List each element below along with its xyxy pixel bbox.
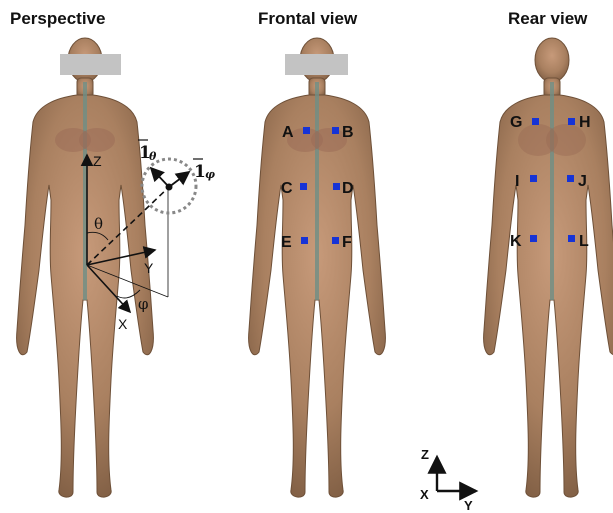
corner-z-label: Z [421, 447, 429, 462]
point-label-k: K [510, 233, 522, 250]
face-censor-bar [60, 54, 121, 75]
marker-l [568, 235, 575, 242]
frontal-panel: A B C D E F [225, 0, 415, 513]
marker-e [301, 237, 308, 244]
point-label-e: E [281, 234, 292, 251]
corner-y-label: Y [464, 498, 473, 513]
theta-unit-vector-arrow [151, 168, 169, 187]
x-axis-label: X [118, 316, 128, 332]
phi-label: φ [138, 295, 149, 313]
marker-d [333, 183, 340, 190]
z-axis-label: Z [93, 153, 102, 169]
marker-k [530, 235, 537, 242]
point-label-b: B [342, 124, 354, 141]
point-label-h: H [579, 114, 591, 131]
point-label-l: L [579, 233, 589, 250]
marker-j [567, 175, 574, 182]
marker-i [530, 175, 537, 182]
point-label-a: A [282, 124, 294, 141]
theta-label: θ [94, 215, 103, 233]
point-label-i: I [515, 173, 519, 190]
phi-unit-vector-arrow [169, 172, 189, 187]
marker-c [300, 183, 307, 190]
corner-x-label: X [420, 487, 429, 502]
point-label-c: C [281, 180, 293, 197]
marker-f [332, 237, 339, 244]
marker-h [568, 118, 575, 125]
point-label-g: G [510, 114, 522, 131]
perspective-panel: 1 θ 1 φ Z θ Y φ X [0, 0, 240, 513]
point-label-f: F [342, 234, 352, 251]
marker-b [332, 127, 339, 134]
face-censor-bar [285, 54, 348, 75]
marker-a [303, 127, 310, 134]
theta-unit-subscript: θ [149, 150, 157, 163]
marker-g [532, 118, 539, 125]
rear-body-figure [484, 38, 613, 497]
point-label-j: J [578, 173, 587, 190]
frontal-body-figure [249, 38, 386, 497]
rear-panel: G H I J K L [443, 0, 613, 513]
phi-unit-subscript: φ [205, 168, 215, 181]
y-axis-label: Y [144, 260, 154, 276]
point-label-d: D [342, 180, 354, 197]
corner-axes: Z X Y [412, 443, 492, 513]
perspective-body-figure [17, 38, 154, 497]
